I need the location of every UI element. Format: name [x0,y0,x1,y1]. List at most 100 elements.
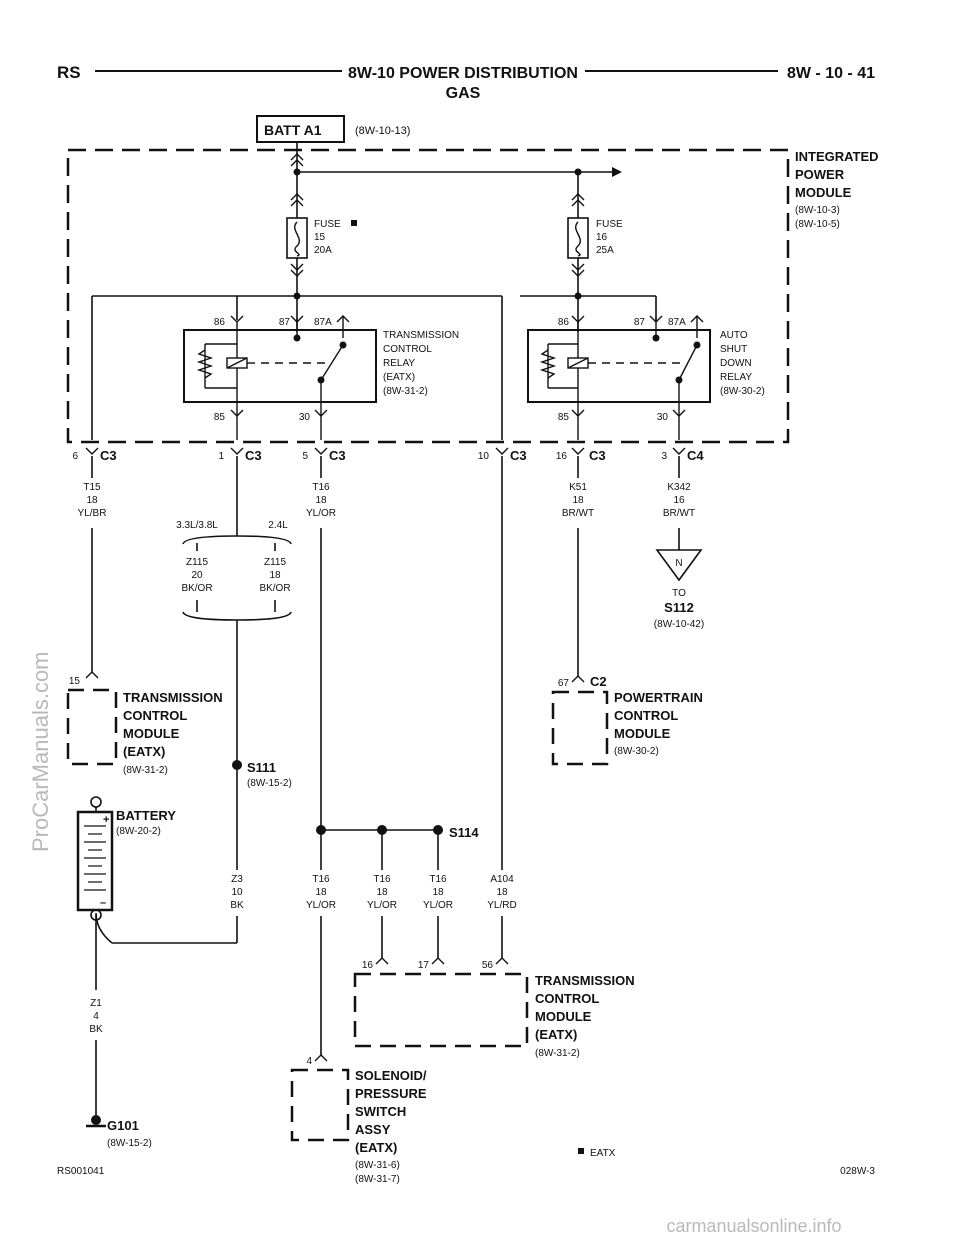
wire-z3-gauge: 10 [231,887,243,898]
wire-labels: T15 18 YL/BR T16 18 YL/OR K51 18 BR/WT K… [78,482,696,1035]
engine-option-left: 3.3L/3.8L [176,520,218,531]
fuse16-l1: FUSE [596,219,623,230]
asd-pin-86: 86 [558,317,570,328]
conn-pin-label: 3 [661,451,667,462]
s112-to: TO [672,588,686,599]
fuse15-l2: 15 [314,232,326,243]
asd-label-5: (8W-30-2) [720,386,765,397]
conn-name-label: C3 [245,448,262,463]
solenoid-label-3: SWITCH [355,1104,406,1119]
splice-dot [293,292,301,300]
asd-pin-87: 87 [634,317,646,328]
tcm1-label-2: CONTROL [123,708,187,723]
inline-connector-icons [290,153,585,277]
wire-k342-gauge: 16 [673,495,685,506]
asd-label-2: SHUT [720,344,747,355]
solenoid-label-5: (EATX) [355,1140,397,1155]
tcm1-ref: (8W-31-2) [123,765,168,776]
tcm1-dashed-outline [66,688,118,766]
header-subtitle: GAS [446,85,481,102]
wire-z115b-gauge: 18 [269,570,281,581]
wire-t16c-color: YL/OR [367,900,397,911]
battery-ref: (8W-20-2) [116,826,161,837]
pcm-pin: 67 [558,678,570,689]
tcr-label-1: TRANSMISSION [383,330,459,341]
pcm-label-1: POWERTRAIN [614,690,703,705]
tcr-pin-86: 86 [214,317,226,328]
wire-z1-color: BK [89,1024,103,1035]
solenoid-ref-1: (8W-31-6) [355,1160,400,1171]
g101-ref: (8W-15-2) [107,1138,152,1149]
tcm2-ref: (8W-31-2) [535,1048,580,1059]
eatx-marker-icon [351,220,357,226]
wire-t16c-id: T16 [373,874,391,885]
wire-t15-gauge: 18 [86,495,98,506]
conn-pin-label: 5 [302,451,308,462]
splice-dot [574,168,582,176]
wire-k51-id: K51 [569,482,587,493]
tcm2-pin-17: 17 [418,960,430,971]
eatx-legend-marker-icon [578,1148,584,1154]
conn-name-label: C3 [329,448,346,463]
tcm2-label-2: CONTROL [535,991,599,1006]
harness-wires [91,456,680,1115]
wire-t16b-gauge: 18 [315,887,327,898]
s112-n: N [675,558,682,569]
wire-t16-id: T16 [312,482,330,493]
wire-z115a-gauge: 20 [191,570,203,581]
conn-pin-label: 6 [72,451,78,462]
pcm-label-2: CONTROL [614,708,678,723]
header-title: 8W-10 POWER DISTRIBUTION [348,65,578,82]
solenoid-dashed-outline [290,1068,350,1142]
wire-t15-id: T15 [83,482,101,493]
footer-left: RS001041 [57,1166,105,1177]
conn-pin-label: 16 [556,451,568,462]
solenoid-label-1: SOLENOID/ [355,1068,427,1083]
ipm-label-1: INTEGRATED [795,149,879,164]
tcr-pin-85: 85 [214,412,226,423]
wire-t16d-color: YL/OR [423,900,453,911]
wire-z3-id: Z3 [231,874,243,885]
g101-name: G101 [107,1118,139,1133]
tcm1-label-4: (EATX) [123,744,165,759]
wire-a104-id: A104 [490,874,514,885]
footer-right: 028W-3 [840,1166,875,1177]
ipm-ref-2: (8W-10-5) [795,219,840,230]
conn-name-label: C3 [100,448,117,463]
solenoid-label-2: PRESSURE [355,1086,427,1101]
tcm2-dashed-outline [353,972,529,1048]
battery-minus: – [100,897,106,909]
tcr-pin-87a: 87A [314,317,332,328]
tcr-pin-30: 30 [299,412,311,423]
wire-t15-color: YL/BR [78,508,107,519]
wire-a104-gauge: 18 [496,887,508,898]
wire-t16d-id: T16 [429,874,447,885]
wire-t16-gauge: 18 [315,495,327,506]
asd-label-4: RELAY [720,372,752,383]
batt-a1-label: BATT A1 [264,122,322,138]
battery-plus: + [103,814,109,826]
tcr-pin-87: 87 [279,317,291,328]
fuse15-l1: FUSE [314,219,341,230]
pcm-dashed-outline [551,690,609,766]
asd-pin-30: 30 [657,412,669,423]
tcm2-pin-16: 16 [362,960,374,971]
splice-s111-dot [232,760,242,770]
s114-name: S114 [449,825,479,840]
solenoid-label-4: ASSY [355,1122,391,1137]
tcr-label-4: (EATX) [383,372,415,383]
tcm2-label-1: TRANSMISSION [535,973,635,988]
pcm-pin-icon [571,675,585,683]
pcm-label-3: MODULE [614,726,671,741]
batt-a1-box [256,115,345,143]
wire-z115b-color: BK/OR [259,583,290,594]
splice-reference-triangle-icon [655,549,703,582]
pcm-connector: C2 [590,674,607,689]
fuse-15 [286,217,308,259]
conn-name-label: C3 [589,448,606,463]
tcm2-pin-icons [375,957,509,965]
ipm-dashed-outline [66,148,790,444]
pcm-ref: (8W-30-2) [614,746,659,757]
bus-arrow-icon [612,167,622,177]
